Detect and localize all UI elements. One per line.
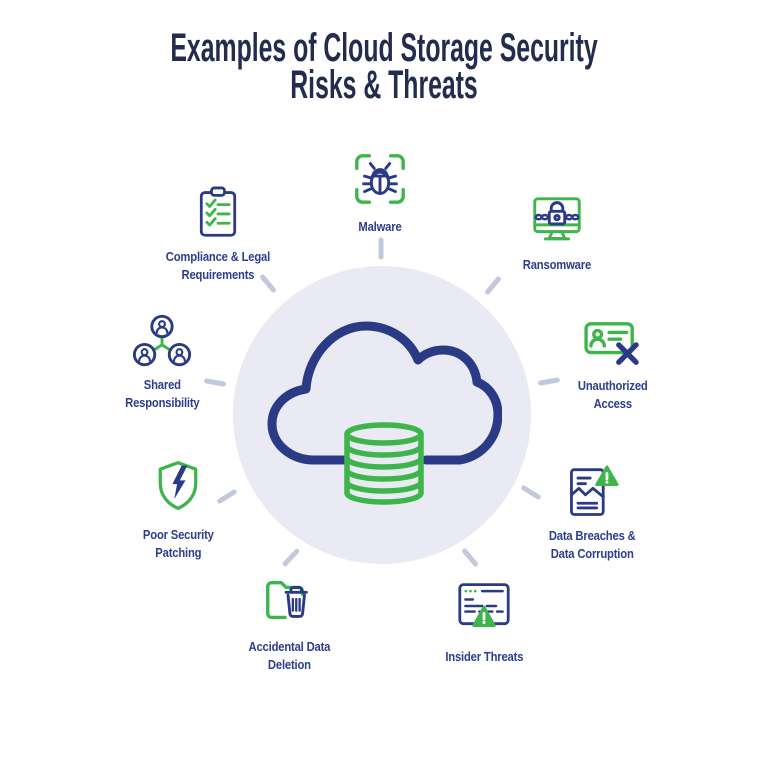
- risk-label: Unauthorized Access: [578, 379, 648, 411]
- risk-label: Data Breaches & Data Corruption: [548, 529, 636, 561]
- risk-label: Insider Threats: [445, 650, 523, 664]
- connector-dash-malware: [378, 237, 384, 260]
- torn-document-warning-icon: [570, 465, 619, 516]
- risk-item-ransomware: Ransomware: [472, 192, 642, 274]
- risk-label: Ransomware: [522, 258, 592, 272]
- connector-dash-accidental: [281, 547, 301, 568]
- shield-crack-icon: [158, 461, 198, 511]
- risk-label: Accidental Data Deletion: [248, 640, 330, 672]
- connector-dash-ransomware: [484, 275, 502, 296]
- risk-item-insider-threats: Insider Threats: [399, 579, 569, 666]
- risk-item-accidental-deletion: Accidental Data Deletion: [204, 573, 374, 674]
- page-title: Examples of Cloud Storage Security Risks…: [170, 26, 598, 107]
- cloud-database-icon: [267, 321, 502, 505]
- risk-item-unauthorized-access: Unauthorized Access: [528, 318, 698, 413]
- risk-label: Shared Responsibility: [124, 378, 200, 410]
- risk-label: Malware: [358, 220, 402, 234]
- window-warning-icon: [458, 583, 510, 627]
- risk-item-malware: Malware: [295, 150, 465, 236]
- id-card-x-icon: [584, 322, 639, 365]
- folder-trash-icon: [266, 580, 308, 620]
- bug-scan-icon: [355, 154, 405, 204]
- clipboard-checklist-icon: [199, 186, 237, 237]
- connector-dash-insider: [461, 547, 479, 568]
- risk-item-poor-security-patching: Poor Security Patching: [93, 458, 263, 562]
- risk-item-compliance: Compliance & Legal Requirements: [133, 185, 303, 284]
- risk-item-data-breaches: Data Breaches & Data Corruption: [507, 464, 677, 563]
- risk-label: Compliance & Legal Requirements: [165, 250, 271, 282]
- monitor-lock-icon: [533, 197, 581, 241]
- risk-item-shared-responsibility: Shared Responsibility: [77, 313, 247, 412]
- risk-label: Poor Security Patching: [142, 528, 214, 560]
- center-circle: [233, 266, 531, 564]
- people-network-icon: [132, 314, 192, 367]
